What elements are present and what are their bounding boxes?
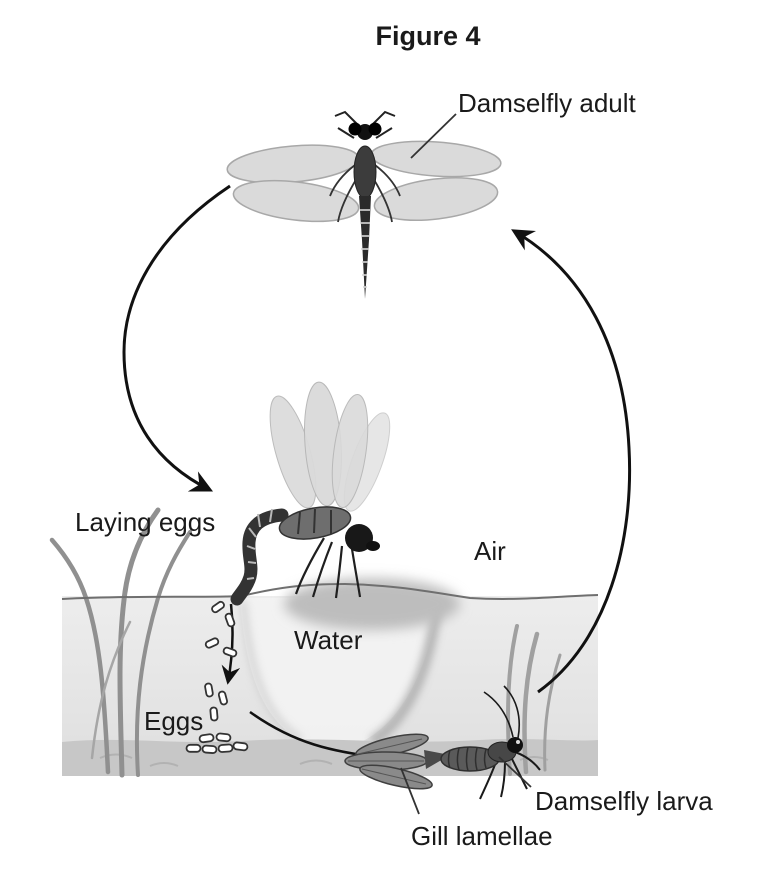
ripple-arc-left: [239, 599, 304, 744]
surface-mound: [284, 578, 460, 630]
arrow-adult-to-laying: [122, 184, 231, 492]
laying-head: [345, 524, 373, 552]
laying-damselfly-illustration: [230, 381, 391, 606]
label-water: Water: [294, 625, 363, 655]
adult-antennae: [334, 110, 396, 139]
label-laying-eggs: Laying eggs: [75, 507, 215, 537]
arrow-larva-to-adult: [511, 229, 632, 694]
label-damselfly-adult: Damselfly adult: [458, 88, 637, 118]
larva-illustration: [344, 685, 541, 800]
adult-leader-line: [410, 113, 457, 159]
adult-eye-left: [348, 122, 362, 136]
adult-damselfly-illustration: [226, 110, 502, 299]
lamellae-midribs: [348, 738, 427, 785]
sediment-texture: [99, 753, 549, 767]
larva-head: [507, 737, 523, 753]
water-reflection: [240, 598, 440, 750]
adult-abdomen: [359, 196, 371, 299]
laying-abdomen: [230, 508, 289, 606]
label-eggs: Eggs: [144, 706, 203, 736]
laying-thorax-stripes: [297, 508, 332, 535]
laying-legs: [294, 537, 362, 599]
label-gill-lamellae: Gill lamellae: [411, 821, 553, 851]
larva-leader-line: [498, 756, 532, 788]
egg-pile: [185, 732, 249, 754]
label-damselfly-larva: Damselfly larva: [535, 786, 713, 816]
larva-antennae: [483, 685, 520, 739]
arrow-eggs-sinking: [221, 603, 241, 685]
larva-abdomen-segments: [447, 746, 487, 772]
gill-leader-line: [400, 767, 420, 815]
adult-wings: [226, 140, 502, 223]
laying-wings: [269, 381, 391, 512]
laying-abdomen-segments: [246, 508, 273, 580]
waterline: [61, 582, 599, 600]
label-air: Air: [474, 536, 506, 566]
larva-eye: [516, 740, 520, 744]
aquatic-plants-left: [49, 507, 192, 778]
adult-thorax: [353, 145, 377, 199]
adult-eye-right: [368, 122, 382, 136]
larva-legs: [479, 751, 541, 800]
laying-mouthparts: [366, 541, 380, 551]
adult-abdomen-segments: [360, 209, 370, 288]
figure-title: Figure 4: [375, 21, 480, 51]
falling-eggs: [204, 600, 238, 722]
